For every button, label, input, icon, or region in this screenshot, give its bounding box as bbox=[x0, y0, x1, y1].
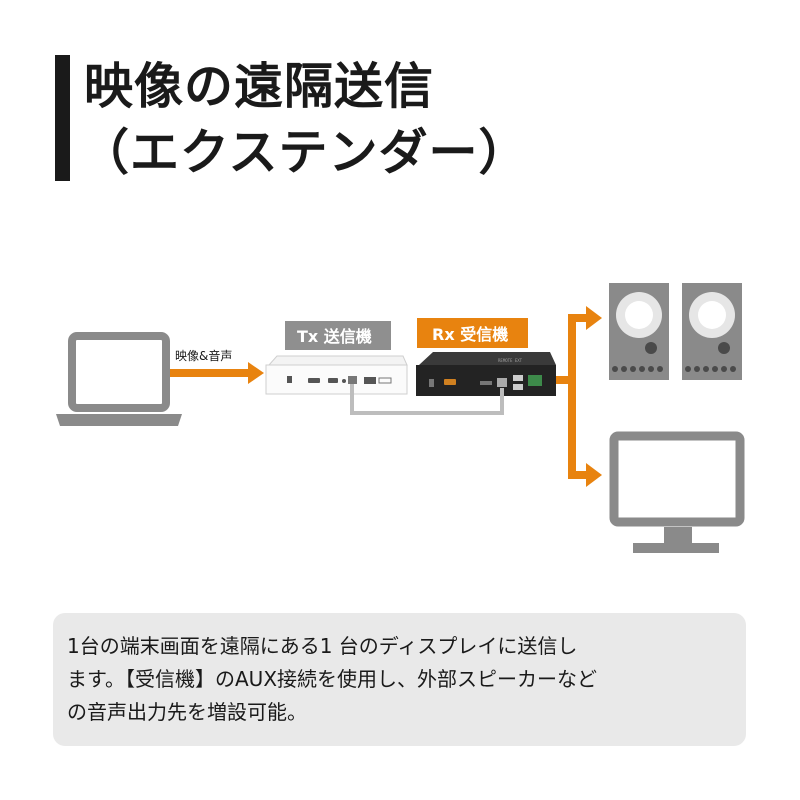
output-arrows bbox=[556, 306, 602, 487]
description-box: 1台の端末画面を遠隔にある1 台のディスプレイに送信し ます。【受信機】のAUX… bbox=[53, 613, 746, 746]
tx-label-badge: Tx 送信機 bbox=[285, 321, 391, 350]
title-accent-bar bbox=[55, 55, 70, 181]
speaker-left-icon bbox=[609, 283, 669, 380]
network-cable bbox=[350, 384, 504, 415]
description-line-1: 1台の端末画面を遠隔にある1 台のディスプレイに送信し bbox=[67, 634, 578, 658]
rx-device-model-text: REMOTE EXT bbox=[498, 358, 523, 363]
page-title-line-2: （エクステンダー） bbox=[80, 124, 529, 181]
speaker-right-icon bbox=[682, 283, 742, 380]
monitor-icon bbox=[609, 431, 745, 553]
tx-transmitter-device bbox=[265, 355, 408, 395]
description-line-3: の音声出力先を増設可能。 bbox=[67, 700, 307, 724]
tx-label-text: Tx 送信機 bbox=[297, 327, 372, 346]
input-arrow bbox=[170, 362, 264, 384]
page-title-line-1: 映像の遠隔送信 bbox=[84, 58, 435, 115]
description-line-2: ます。【受信機】のAUX接続を使用し、外部スピーカーなど bbox=[67, 667, 598, 691]
laptop-icon bbox=[56, 332, 182, 426]
rx-label-badge: Rx 受信機 bbox=[417, 318, 528, 348]
input-signal-label: 映像&音声 bbox=[175, 348, 232, 363]
rx-receiver-device: REMOTE EXT bbox=[416, 352, 556, 396]
rx-label-text: Rx 受信機 bbox=[432, 325, 508, 344]
